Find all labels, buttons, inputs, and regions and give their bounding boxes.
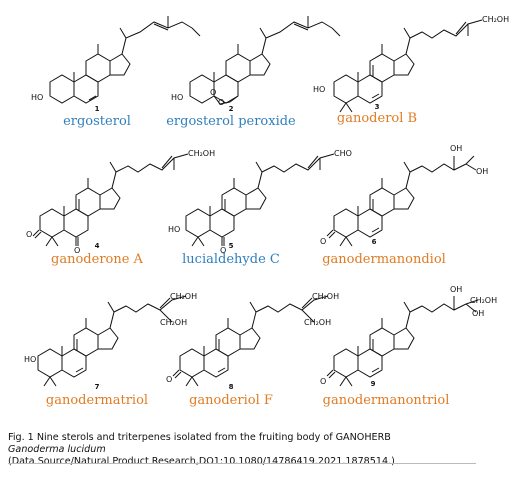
- group-label: CHO: [334, 149, 352, 158]
- caption-species: Ganoderma lucidum: [8, 444, 106, 455]
- compound-number: 6: [372, 238, 377, 246]
- compound-name: ganoderol B: [337, 111, 417, 126]
- compound-name: ganodermatriol: [46, 393, 148, 408]
- caption-divider: [8, 463, 476, 464]
- group-label: CH₂OH: [304, 318, 331, 327]
- group-label: O: [218, 98, 224, 107]
- compound-number: 8: [229, 383, 234, 391]
- compound-name: ganodermanontriol: [323, 393, 450, 408]
- compound-name: ergosterol: [63, 114, 131, 129]
- group-label: HO: [24, 355, 36, 364]
- caption-title: Fig. 1 Nine sterols and triterpenes isol…: [8, 432, 391, 443]
- group-label: O: [166, 375, 172, 384]
- structure-2: [189, 16, 341, 105]
- compound-name: ganoderiol F: [189, 393, 273, 408]
- caption-source: (Data Source/Natural Product Research,DO…: [8, 456, 395, 467]
- structure-9: [326, 296, 479, 387]
- structure-7: [37, 295, 187, 387]
- compound-name: ganoderone A: [51, 252, 144, 267]
- compound-number: 9: [371, 380, 376, 388]
- group-label: CH₂OH: [482, 15, 509, 24]
- compound-number: 5: [229, 242, 234, 250]
- group-label: O: [320, 377, 326, 386]
- compound-number: 4: [95, 242, 100, 250]
- group-label: O: [74, 246, 80, 255]
- group-label: O: [220, 246, 226, 255]
- compound-number: 3: [375, 103, 380, 111]
- structure-4: [32, 153, 189, 247]
- group-label: O: [26, 230, 32, 239]
- compound-name: lucialdehyde C: [182, 252, 280, 267]
- figure-caption: Fig. 1 Nine sterols and triterpenes isol…: [8, 432, 508, 468]
- structure-5: [185, 153, 335, 247]
- group-label: CH₂OH: [188, 149, 215, 158]
- group-label: OH: [472, 309, 484, 318]
- structure-1: [49, 16, 201, 104]
- group-label: HO: [313, 85, 325, 94]
- group-label: HO: [168, 225, 180, 234]
- compound-number: 1: [95, 105, 100, 113]
- group-label: HO: [31, 93, 43, 102]
- group-label: HO: [171, 93, 183, 102]
- group-label: CH₂OH: [160, 318, 187, 327]
- structure-3: [333, 19, 483, 113]
- structure-8: [172, 295, 329, 387]
- compound-name: ganodermanondiol: [322, 252, 446, 267]
- compound-number: 7: [95, 383, 100, 391]
- structure-6: [326, 155, 477, 247]
- group-label: OH: [450, 285, 462, 294]
- structures-figure: HO HO O O HO CH₂OH O O CH₂OH HO O CHO O …: [24, 15, 509, 408]
- group-label: O: [210, 88, 216, 97]
- group-label: OH: [450, 144, 462, 153]
- group-label: OH: [476, 167, 488, 176]
- group-label: CH₂OH: [470, 296, 497, 305]
- group-label: O: [320, 237, 326, 246]
- group-label: CH₂OH: [170, 292, 197, 301]
- group-label: CH₂OH: [312, 292, 339, 301]
- compound-number: 2: [229, 105, 234, 113]
- compound-name: ergosterol peroxide: [166, 114, 296, 129]
